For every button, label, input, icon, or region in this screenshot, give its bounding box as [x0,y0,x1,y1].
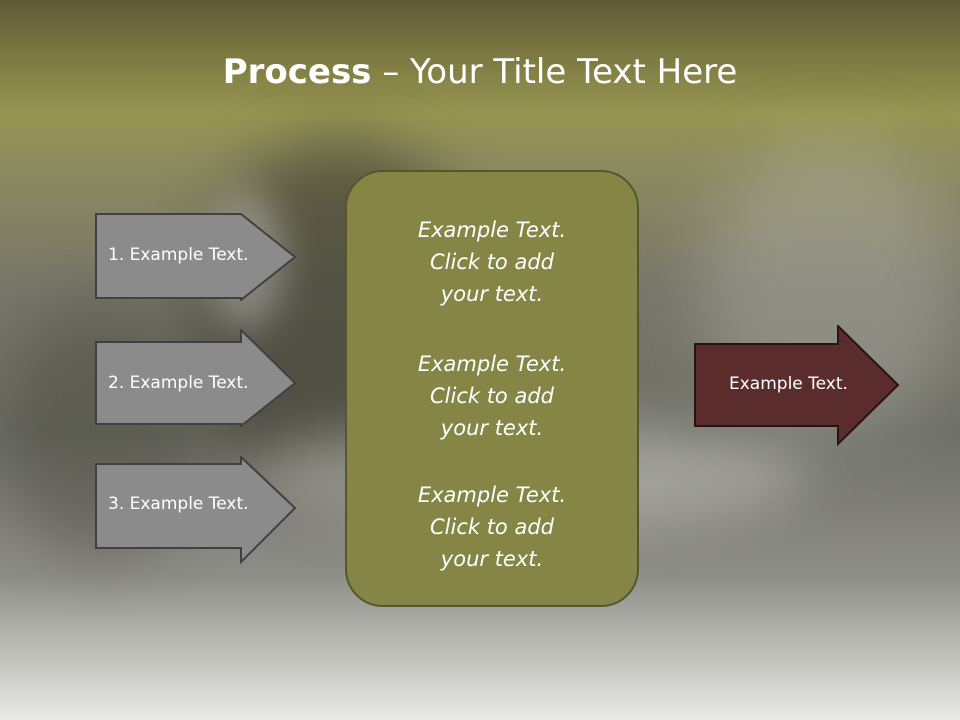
center-block-3-line1: Example Text. [417,483,567,507]
page-title: Process – Your Title Text Here [0,52,960,92]
step-arrow-1 [95,213,297,301]
step-label-1: 1. Example Text. [108,245,249,265]
title-rest: – Your Title Text Here [371,52,738,92]
center-block-2-line1: Example Text. [417,352,567,376]
title-bold: Process [222,52,372,92]
center-block-2-line3: your text. [440,416,544,440]
center-block-3-line3: your text. [440,547,544,571]
step-label-2: 2. Example Text. [108,373,249,393]
output-label: Example Text. [729,374,848,394]
step-arrow-2 [95,329,297,427]
center-block-1-line3: your text. [440,282,544,306]
center-block-2-line2: Click to add [429,384,554,408]
center-block-1-line1: Example Text. [417,218,567,242]
center-block-3-line2: Click to add [429,515,554,539]
center-block-1-line2: Click to add [429,250,554,274]
center-process-panel: Example Text. Click to add your text. Ex… [345,170,639,607]
center-block-1: Example Text. Click to add your text. [347,214,637,310]
center-block-3: Example Text. Click to add your text. [347,479,637,575]
center-block-2: Example Text. Click to add your text. [347,348,637,444]
step-arrow-3 [95,456,297,564]
step-label-3: 3. Example Text. [108,494,249,514]
output-arrow [694,325,900,447]
